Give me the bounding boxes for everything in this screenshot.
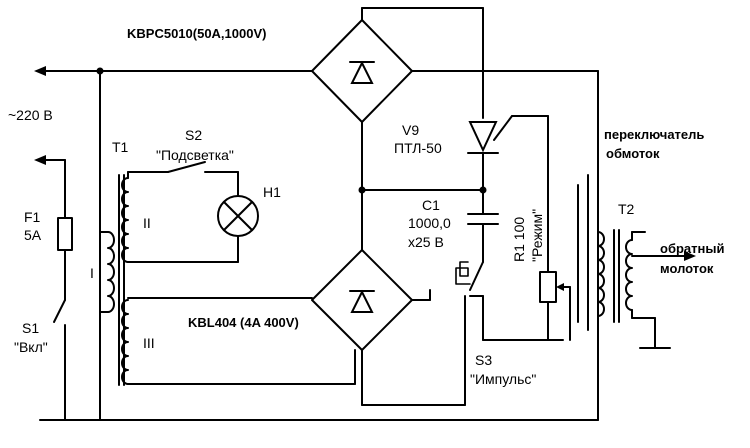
label-t1-winding-3: III xyxy=(143,335,155,351)
label-switch-line2: обмоток xyxy=(606,146,660,161)
label-r1: R1 100 xyxy=(511,217,527,262)
label-t2: T2 xyxy=(618,201,635,217)
label-t1-winding-2: II xyxy=(143,215,151,231)
label-c1-value: 1000,0 xyxy=(408,215,451,231)
label-v9: V9 xyxy=(402,122,419,138)
label-r1-name: "Режим" xyxy=(529,209,545,262)
label-bridge-bottom: KBL404 (4A 400V) xyxy=(188,315,299,330)
label-s1: S1 xyxy=(22,320,39,336)
t1-primary-winding xyxy=(99,231,115,313)
switch-s2 xyxy=(167,161,206,173)
label-c1-voltage: x25 В xyxy=(408,234,444,250)
label-f1-rating: 5A xyxy=(24,227,42,243)
capacitor-c1 xyxy=(467,189,499,263)
fuse-branch xyxy=(34,155,73,421)
label-v9-type: ПТЛ-50 xyxy=(394,140,442,156)
switch-s1 xyxy=(53,299,66,323)
label-s1-name: "Вкл" xyxy=(14,339,48,355)
label-t1: T1 xyxy=(112,139,129,155)
top-rail xyxy=(34,66,599,186)
thyristor-v9 xyxy=(467,115,549,273)
label-c1: C1 xyxy=(422,197,440,213)
label-mains: ~220 В xyxy=(8,107,53,123)
label-t1-winding-1: I xyxy=(90,265,94,281)
label-hammer-line2: молоток xyxy=(660,261,714,276)
t1-winding-2 xyxy=(121,161,259,263)
resistor-r1 xyxy=(539,271,571,341)
label-s2: S2 xyxy=(185,127,202,143)
label-s2-name: "Подсветка" xyxy=(156,147,234,163)
switch-s3 xyxy=(455,261,564,341)
label-switch-line1: переключатель xyxy=(604,127,704,142)
label-s3: S3 xyxy=(475,352,492,368)
t1-winding-3 xyxy=(121,297,356,385)
fuse-f1 xyxy=(57,217,73,251)
transformer-t2 xyxy=(577,174,671,421)
label-s3-name: "Импульс" xyxy=(470,371,536,387)
label-hammer-line1: обратный xyxy=(660,241,724,256)
label-f1: F1 xyxy=(24,209,41,225)
bridge-top xyxy=(311,7,484,191)
label-bridge-top: KBPC5010(50A,1000V) xyxy=(127,26,266,41)
label-h1: H1 xyxy=(263,184,281,200)
bridge-bottom xyxy=(311,249,466,406)
